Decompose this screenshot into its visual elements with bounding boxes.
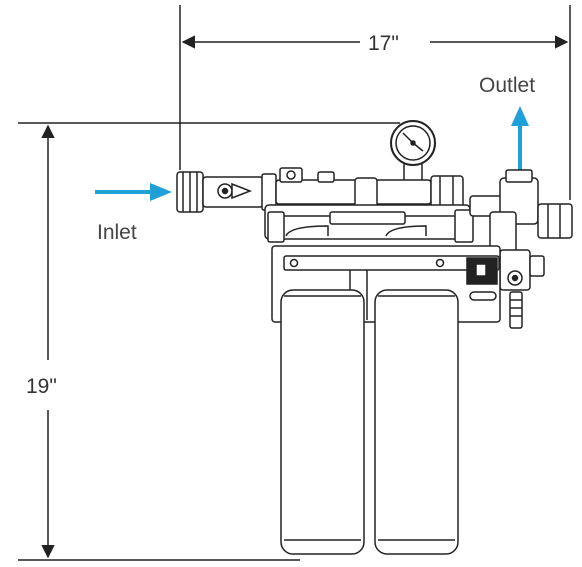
- width-dimension: 17": [179, 5, 571, 200]
- outlet-arrow-head: [511, 106, 529, 126]
- height-dimension-label: 19": [26, 375, 57, 398]
- outlet-valve-assembly: [469, 169, 573, 329]
- inlet-arrow-head: [150, 183, 172, 201]
- height-dimension: 19": [18, 122, 400, 561]
- inlet-fitting: [176, 171, 277, 213]
- filter-unit: [176, 120, 573, 555]
- inlet-label: Inlet: [97, 221, 137, 244]
- outlet-indicator: Outlet: [479, 74, 535, 172]
- filter-cartridge-left: [280, 225, 365, 555]
- width-dimension-label: 17": [368, 32, 399, 55]
- filter-cartridge-right: [374, 225, 459, 555]
- inlet-indicator: Inlet: [95, 183, 172, 244]
- outlet-label: Outlet: [479, 74, 535, 97]
